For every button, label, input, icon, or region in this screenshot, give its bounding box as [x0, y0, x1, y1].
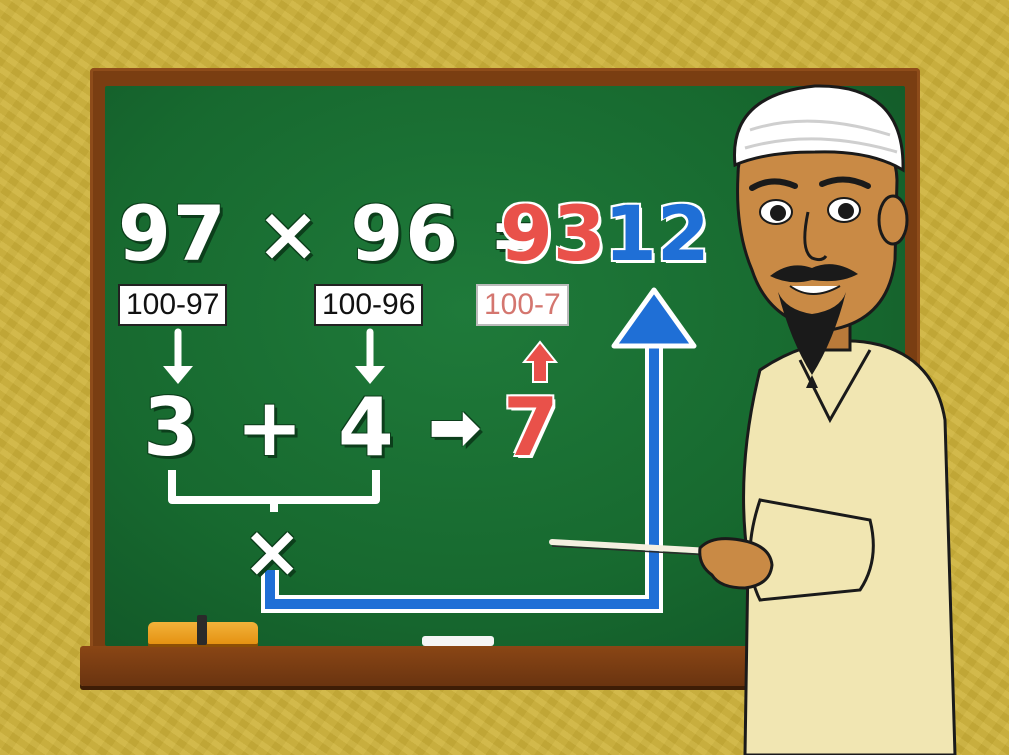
eraser-handle: [197, 615, 207, 645]
beard: [778, 292, 846, 375]
right-arrow-icon: ➡: [428, 391, 482, 465]
blue-arrow-head: [611, 287, 697, 349]
arrow-down-right: [355, 328, 385, 384]
sum-7: 7: [503, 381, 559, 474]
difference-4: 4: [338, 381, 394, 474]
label-100-minus-96: 100-96: [314, 284, 424, 326]
result-red-digits: 93: [500, 189, 606, 278]
plus-sign: +: [236, 381, 304, 474]
chalk-stick: [422, 636, 494, 646]
turban: [732, 84, 905, 173]
arrow-down-left: [163, 328, 193, 384]
hand: [698, 537, 774, 590]
label-100-minus-7: 100-7: [476, 284, 569, 326]
arm-sleeve: [748, 498, 875, 602]
result-blue-digits: 12: [604, 189, 710, 278]
difference-3: 3: [143, 381, 199, 474]
multiply-sign: ×: [242, 509, 303, 593]
label-100-minus-97: 100-97: [118, 284, 228, 326]
mustache: [770, 264, 858, 283]
equation-left: 97 × 96 =: [118, 189, 555, 278]
arrow-up-red: [521, 340, 559, 383]
